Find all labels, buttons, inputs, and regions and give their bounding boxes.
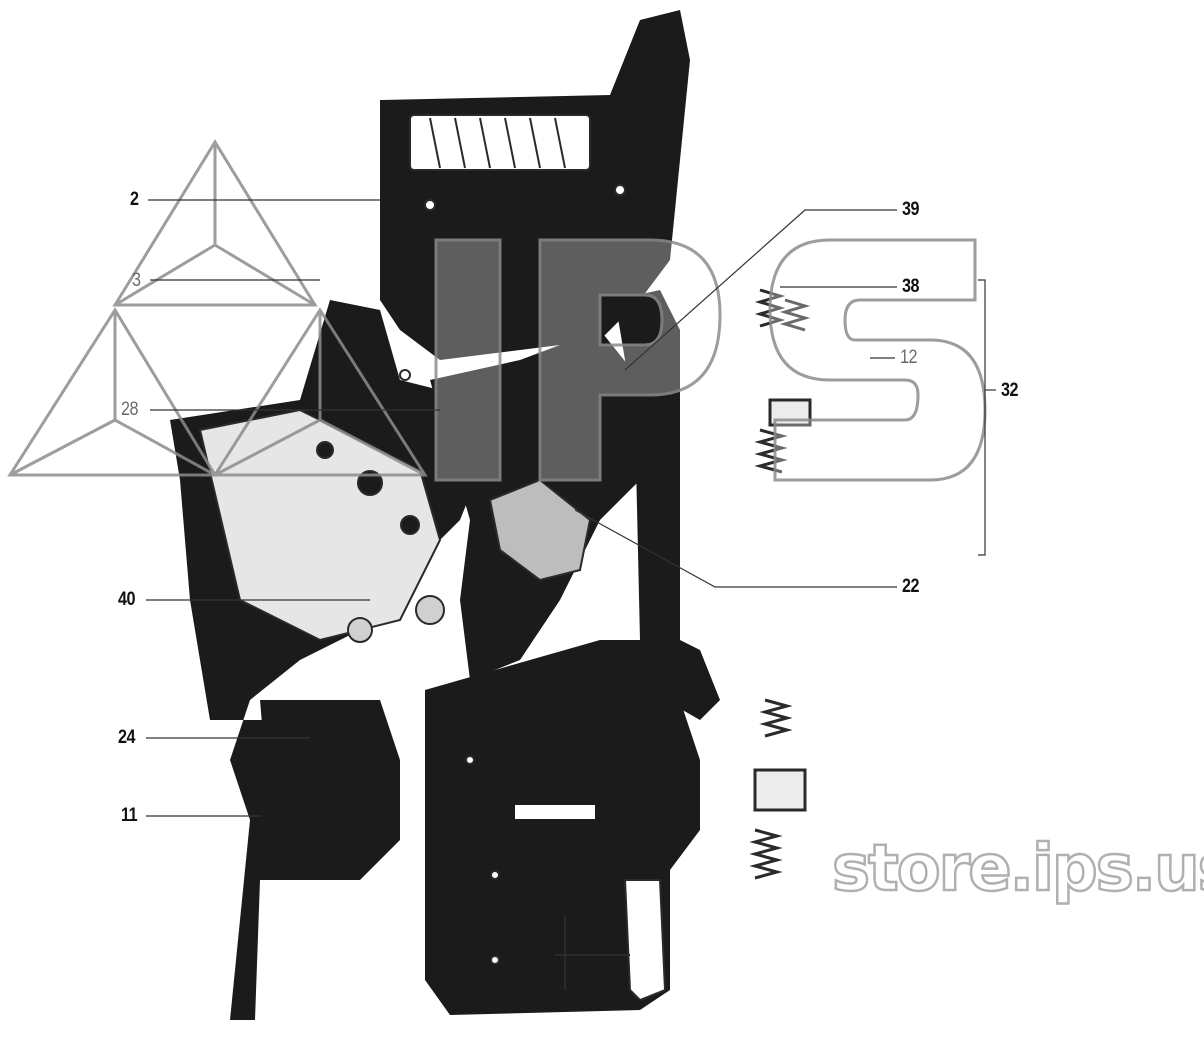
- mechanism-details: [198, 114, 667, 1002]
- callout-38: 38: [902, 276, 920, 297]
- callout-24: 24: [118, 727, 136, 748]
- store-url-watermark: store.ips.us: [831, 831, 1204, 908]
- bracket-32: [978, 279, 986, 556]
- callout-12: 12: [900, 347, 918, 368]
- callout-11: 11: [121, 805, 138, 826]
- leader-22: [574, 509, 897, 588]
- callout-22: 22: [902, 576, 920, 597]
- callout-3: 3: [132, 270, 141, 291]
- callout-32: 32: [1001, 380, 1019, 401]
- leader-39: [624, 209, 897, 371]
- springs: [749, 288, 812, 880]
- ips-logo-watermark: [7, 139, 987, 482]
- callout-40: 40: [118, 589, 136, 610]
- callout-2: 2: [130, 189, 139, 210]
- callout-28: 28: [121, 399, 139, 420]
- leader-lines: [146, 199, 996, 817]
- callout-39: 39: [902, 199, 920, 220]
